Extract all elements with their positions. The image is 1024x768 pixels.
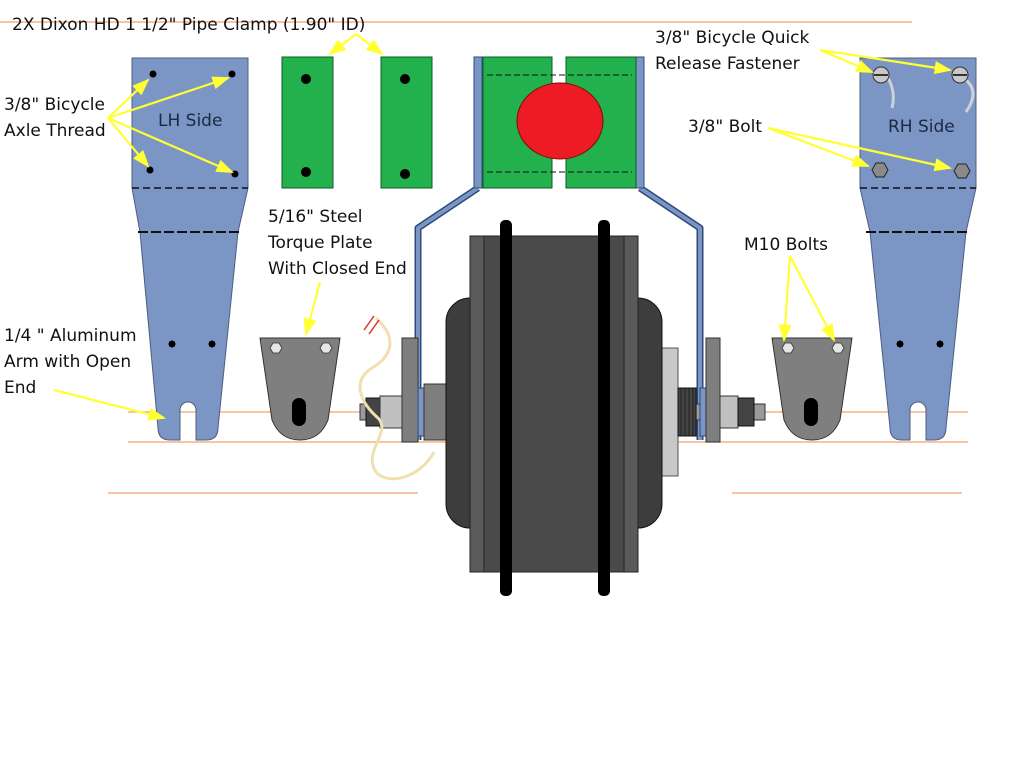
motor-wire [358,315,436,481]
m10-bolts-label: M10 Bolts [744,235,829,255]
quick-release-label: 3/8" Bicycle Quick Release Fastener [655,28,810,74]
aluminum-arm-label: 1/4 " Aluminum Arm with Open End [4,326,137,398]
bolt-label: 3/8" Bolt [688,117,763,137]
pipe-clamp-halves [281,56,433,189]
hub-motor-assembly [359,56,766,596]
rh-torque-plate [771,337,853,441]
lh-aluminum-arm [131,57,249,441]
lh-side-label: LH Side [158,111,223,131]
pipe-clamp-label: 2X Dixon HD 1 1/2" Pipe Clamp (1.90" ID) [12,15,366,35]
torque-plate-label: 5/16" Steel Torque Plate With Closed End [268,207,407,279]
rh-side-label: RH Side [888,117,955,137]
lh-torque-plate [259,337,341,441]
axle-thread-label: 3/8" Bicycle Axle Thread [4,95,106,141]
callout-arrows [53,33,953,421]
